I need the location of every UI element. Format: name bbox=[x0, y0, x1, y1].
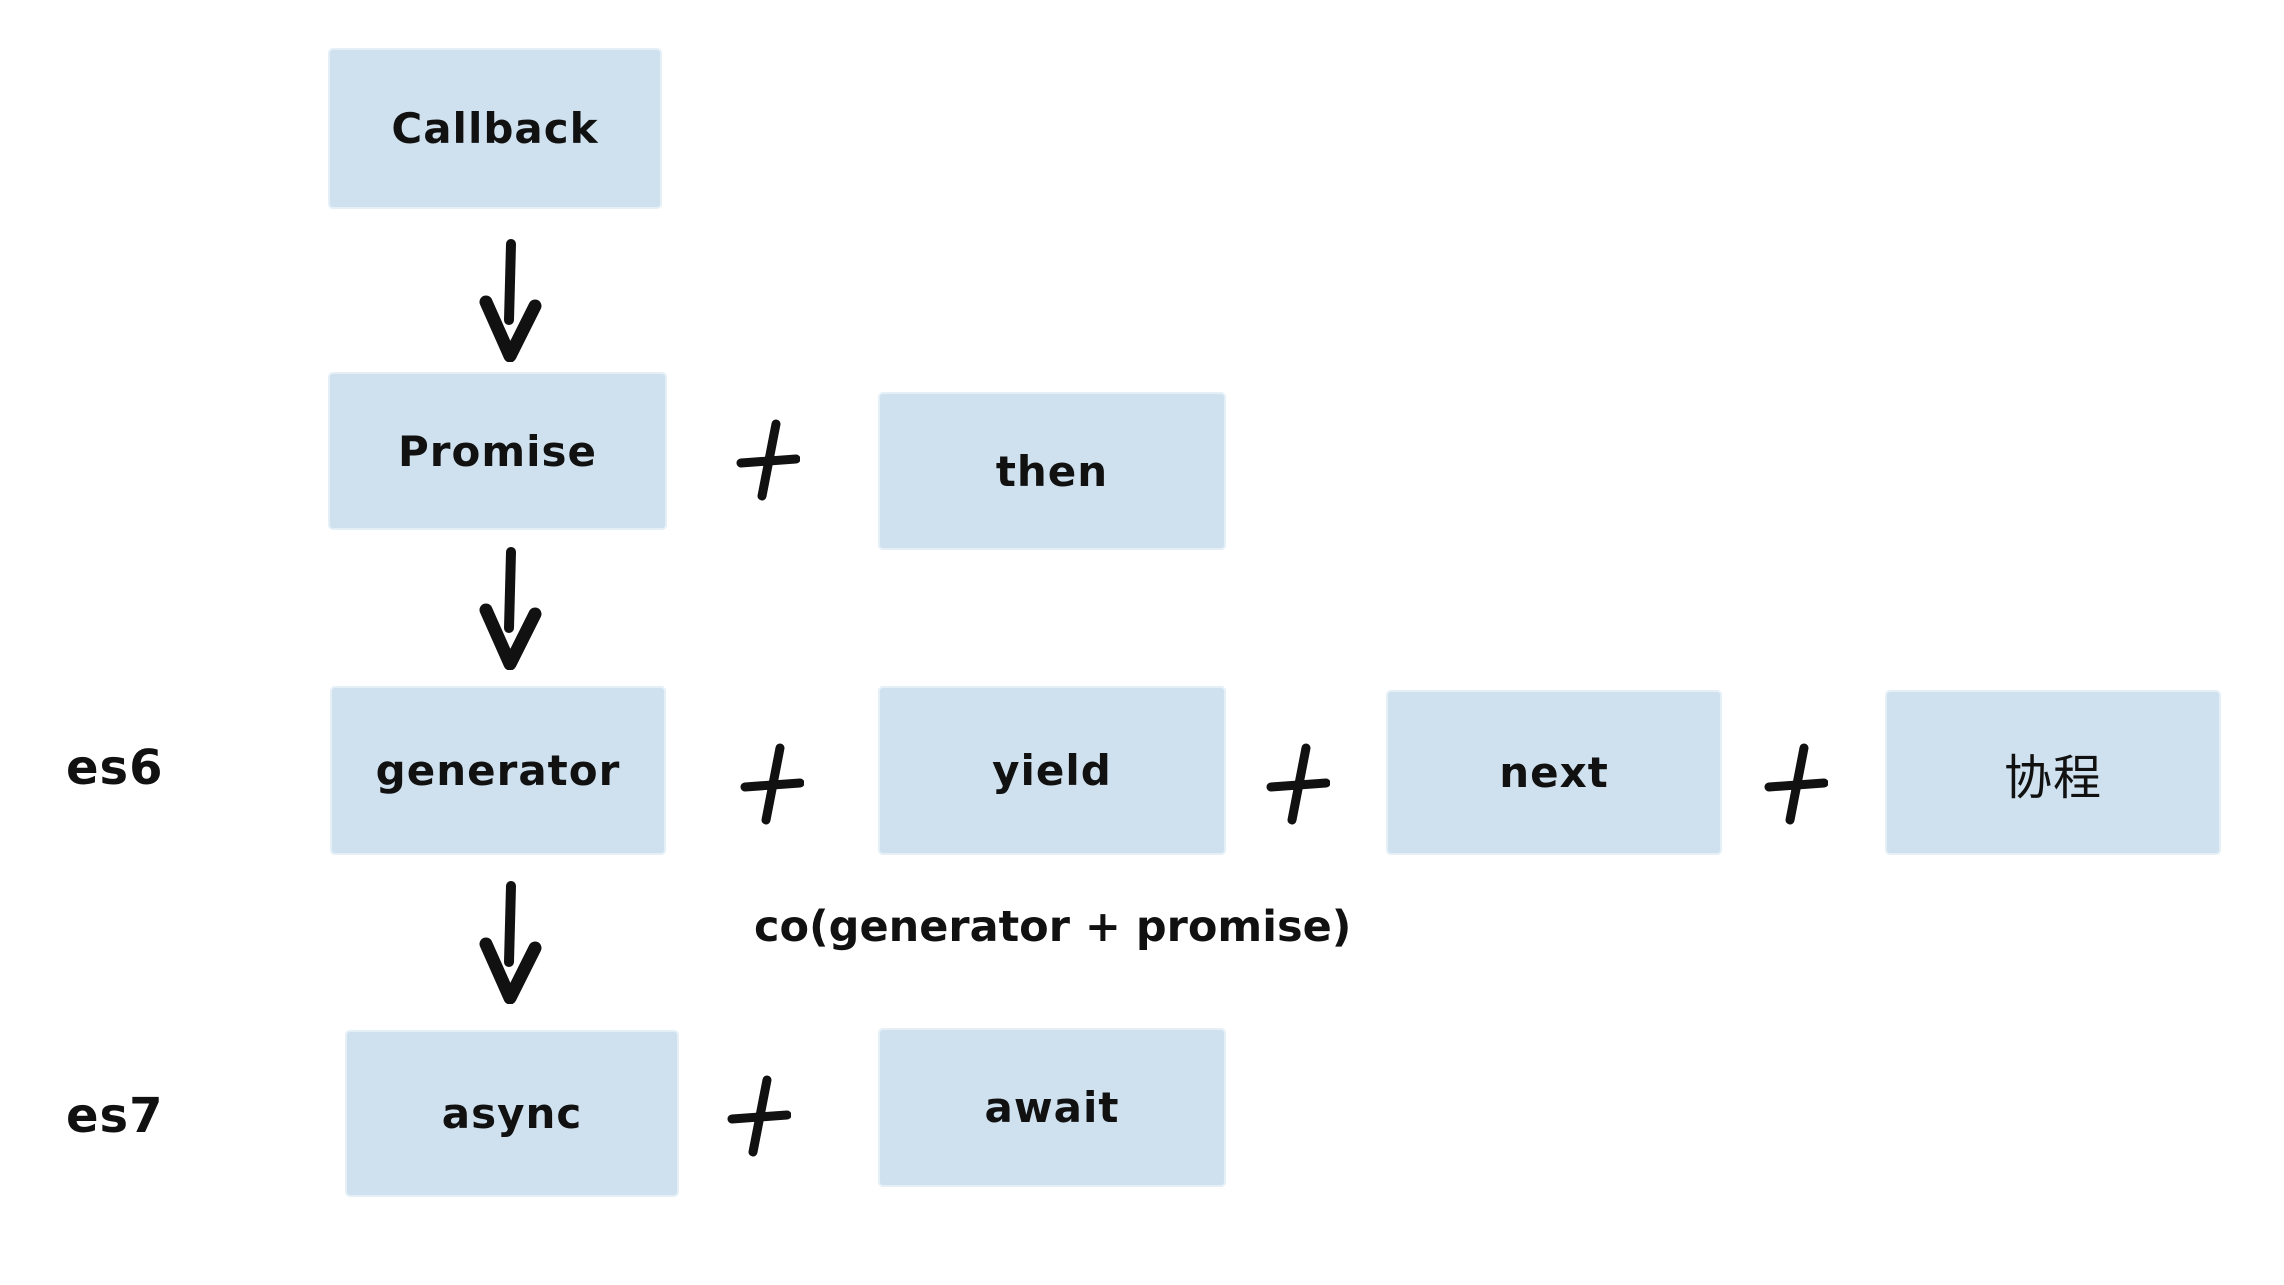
plus-icon bbox=[740, 742, 804, 826]
box-await: await bbox=[880, 1030, 1224, 1185]
box-async: async bbox=[347, 1032, 677, 1195]
row-label-es6: es6 bbox=[66, 740, 164, 796]
box-label: next bbox=[1499, 748, 1609, 797]
plus-icon bbox=[1266, 742, 1330, 826]
box-coroutine: 协程 bbox=[1887, 692, 2219, 853]
box-label: Callback bbox=[391, 104, 599, 153]
plus-icon bbox=[736, 418, 800, 502]
box-then: then bbox=[880, 394, 1224, 548]
box-label: async bbox=[441, 1089, 583, 1138]
arrow-down-icon bbox=[478, 238, 542, 362]
box-generator: generator bbox=[332, 688, 664, 853]
box-label: yield bbox=[992, 746, 1112, 795]
box-yield: yield bbox=[880, 688, 1224, 853]
box-label: Promise bbox=[398, 426, 597, 476]
box-label: await bbox=[984, 1083, 1120, 1132]
box-promise: Promise bbox=[330, 374, 665, 528]
arrow-down-icon bbox=[478, 880, 542, 1004]
box-label: generator bbox=[375, 746, 621, 795]
box-next: next bbox=[1388, 692, 1720, 853]
box-label: then bbox=[995, 446, 1109, 496]
box-callback: Callback bbox=[330, 50, 660, 207]
plus-icon bbox=[1764, 742, 1828, 826]
row-label-es7: es7 bbox=[66, 1088, 164, 1144]
box-label: 协程 bbox=[2003, 749, 2102, 806]
arrow-down-icon bbox=[478, 546, 542, 670]
plus-icon bbox=[727, 1074, 791, 1158]
annotation-co-generator-promise: co(generator + promise) bbox=[754, 902, 1352, 952]
